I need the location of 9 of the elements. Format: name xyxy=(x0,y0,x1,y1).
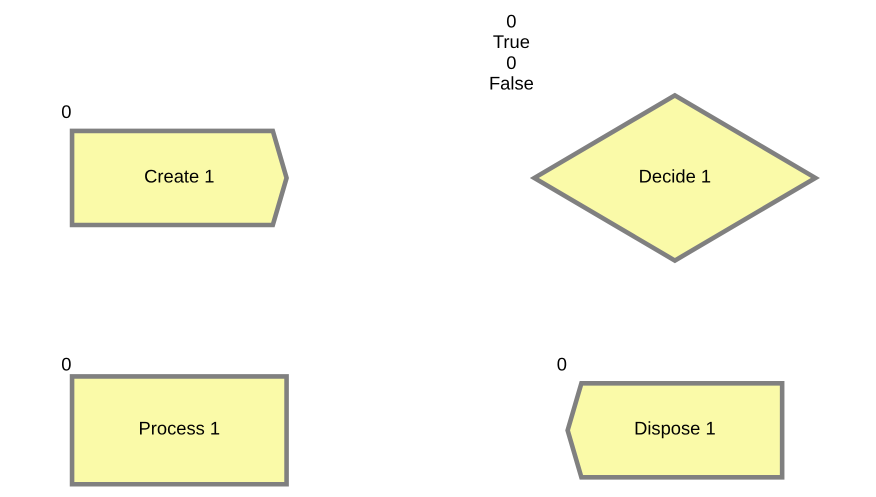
node-label: False xyxy=(488,72,534,94)
node-label: 0 xyxy=(506,52,517,73)
node-label: 0 xyxy=(506,10,517,32)
node-label: True xyxy=(492,31,530,52)
node-label: 0 xyxy=(61,101,72,122)
node-box: Process 1 xyxy=(70,374,289,487)
node-label: 0 xyxy=(61,353,72,374)
node-label: 0 xyxy=(556,353,567,374)
node-diamond: Decide 1 xyxy=(530,92,820,264)
